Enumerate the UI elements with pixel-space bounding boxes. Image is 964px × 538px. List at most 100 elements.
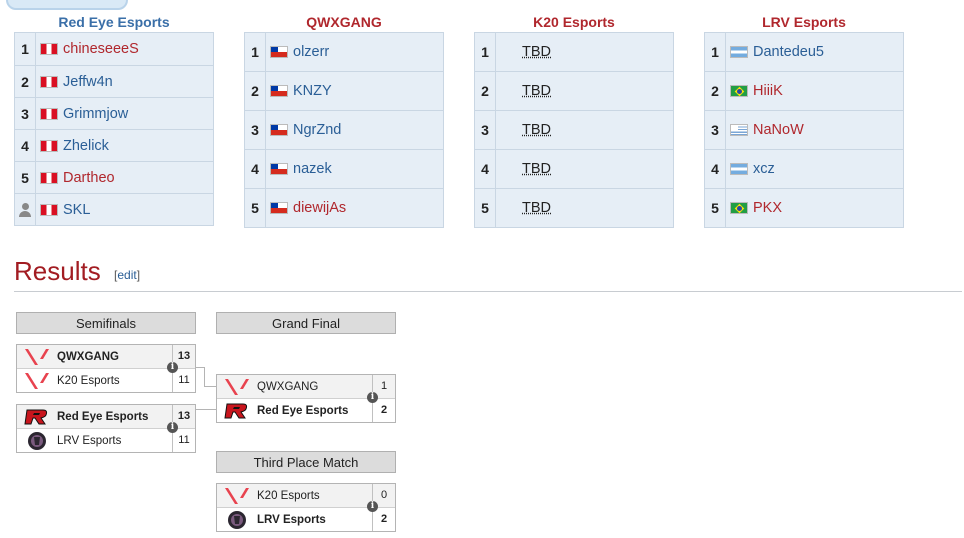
team-name[interactable]: K20 Esports [533,14,615,30]
match-team-row: K20 Esports 11 [17,368,195,392]
team-name[interactable]: LRV Esports [762,14,846,30]
player-name[interactable]: Grimmjow [63,105,129,122]
match-score: 11 [172,369,195,392]
player-name[interactable]: Zhelick [63,137,109,154]
team-name[interactable]: QWXGANG [306,14,382,30]
flag-cl-icon [270,124,288,136]
flag-pe-icon [40,139,58,152]
player-number: 3 [245,111,266,149]
player-name[interactable]: NaNoW [753,122,804,138]
match-team-name[interactable]: K20 Esports [57,374,120,387]
player-cell: PKX [726,200,903,216]
player-name[interactable]: olzerr [293,44,330,60]
player-name[interactable]: TBD [522,122,551,138]
flag-pe-icon [40,43,58,55]
player-name[interactable]: Dartheo [63,169,115,186]
flag-ar-icon [730,46,748,58]
player-name[interactable]: KNZY [293,83,332,99]
match-score: 11 [172,429,195,452]
lrv-logo-icon [17,429,57,452]
match-team-row: Red Eye Esports 2 [217,398,395,422]
player-cell: SKL [36,202,213,218]
player-cell: TBD [496,161,673,177]
team-name[interactable]: Red Eye Esports [58,14,170,30]
player-cell: Dartheo [36,170,213,186]
player-name[interactable]: Jeffw4n [63,73,113,90]
player-cell: chineseeeS [36,41,213,57]
player-name[interactable]: TBD [522,83,551,99]
player-row: 1 TBD [475,33,673,71]
player-number: 1 [245,33,266,71]
match-info-icon[interactable]: i [367,501,378,512]
player-name[interactable]: PKX [753,200,783,216]
player-name[interactable]: SKL [63,201,91,218]
flag-cl-icon [270,46,288,58]
player-name[interactable]: TBD [522,200,551,216]
lrv-logo-icon [217,508,257,531]
player-row: SKL [15,193,213,225]
player-name[interactable]: TBD [522,161,551,177]
player-row: 1 olzerr [245,33,443,71]
match-team-name[interactable]: Red Eye Esports [257,404,349,417]
edit-link[interactable]: edit [117,268,137,282]
player-cell: Zhelick [36,138,213,154]
flag-cl-icon [270,202,288,214]
flag-pe-icon [40,75,58,88]
match-info-icon[interactable]: i [367,392,378,403]
valorant-logo-icon [217,375,257,398]
player-number: 1 [705,33,726,71]
player-cell: TBD [496,122,673,138]
player-name[interactable]: HiiiK [753,83,783,99]
match-team-row: QWXGANG 13 [17,345,195,368]
player-name[interactable]: xcz [753,161,775,177]
match-info-icon[interactable]: i [167,422,178,433]
flag-pe-icon [40,203,58,216]
player-name[interactable]: chineseeeS [63,41,139,57]
player-name[interactable]: nazek [293,161,332,177]
player-cell: Grimmjow [36,106,213,122]
player-number: 3 [705,111,726,149]
redeye-logo-icon [17,405,57,428]
player-cell: TBD [496,200,673,216]
player-number: 1 [475,33,496,71]
substitute-icon [15,194,36,225]
player-cell: olzerr [266,44,443,60]
player-number: 5 [475,189,496,227]
flag-cl-icon [270,163,288,175]
match-team-name[interactable]: LRV Esports [57,434,122,447]
match-team-name[interactable]: K20 Esports [257,489,320,502]
match-score: 13 [172,405,195,428]
player-number: 1 [15,33,36,65]
match-team-name[interactable]: LRV Esports [257,513,326,526]
match-score: 13 [172,345,195,368]
match-team-name[interactable]: Red Eye Esports [57,410,149,423]
player-number: 2 [245,72,266,110]
match-team-name[interactable]: QWXGANG [57,350,119,363]
player-name[interactable]: TBD [522,44,551,60]
player-name[interactable]: Dantedeu5 [753,44,824,60]
match-score: 2 [372,399,395,422]
player-number: 5 [15,162,36,193]
player-name[interactable]: diewijAs [293,200,347,216]
player-name[interactable]: NgrZnd [293,122,342,138]
results-heading: Results [14,256,101,286]
match-score: 0 [372,484,395,507]
match-team-name[interactable]: QWXGANG [257,380,319,393]
match-info-icon[interactable]: i [167,362,178,373]
player-row: 3 NgrZnd [245,110,443,149]
